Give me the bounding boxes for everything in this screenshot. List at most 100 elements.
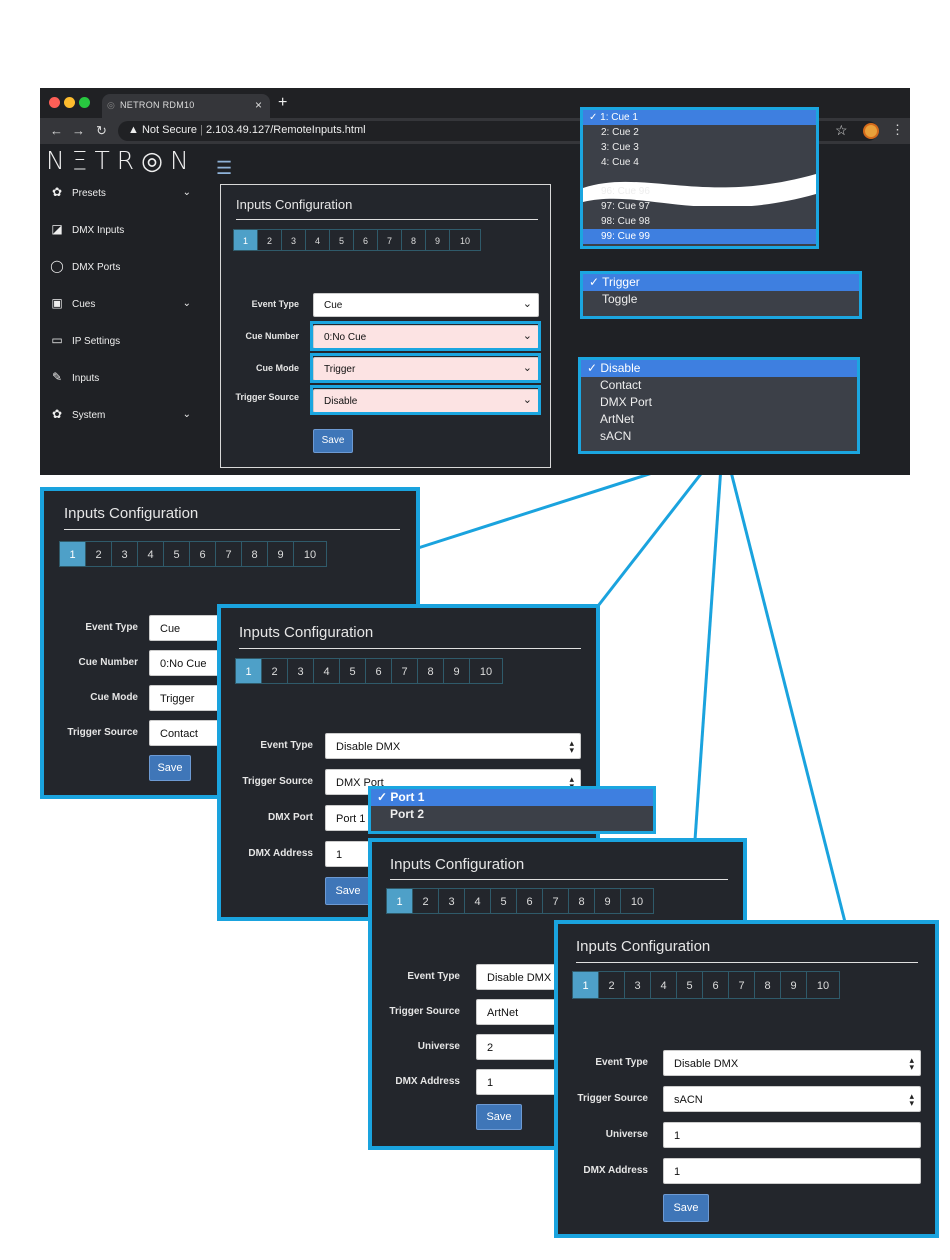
close-window-dot[interactable] xyxy=(49,97,60,108)
page-button-5[interactable]: 5 xyxy=(330,230,354,250)
cue-option[interactable]: 2: Cue 2 xyxy=(601,127,639,138)
sidebar-item-presets[interactable]: ✿Presets⌄ xyxy=(40,178,205,208)
page-button-8[interactable]: 8 xyxy=(755,972,781,998)
dropdown-option[interactable]: Port 2 xyxy=(390,807,425,821)
page-button-3[interactable]: 3 xyxy=(282,230,306,250)
dropdown-option[interactable]: DMX Port xyxy=(600,395,653,409)
cue-option[interactable]: 98: Cue 98 xyxy=(601,216,650,227)
page-button-1[interactable]: 1 xyxy=(60,542,86,566)
dropdown-option[interactable]: ✓ Disable xyxy=(581,360,857,377)
page-button-6[interactable]: 6 xyxy=(190,542,216,566)
cue-option[interactable]: ✓ 1: Cue 1 xyxy=(583,110,816,125)
page-button-4[interactable]: 4 xyxy=(314,659,340,683)
cue-option[interactable]: 3: Cue 3 xyxy=(601,142,639,153)
page-button-7[interactable]: 7 xyxy=(216,542,242,566)
page-button-8[interactable]: 8 xyxy=(569,889,595,913)
page-button-7[interactable]: 7 xyxy=(392,659,418,683)
profile-avatar[interactable] xyxy=(863,123,879,139)
page-button-9[interactable]: 9 xyxy=(268,542,294,566)
page-button-4[interactable]: 4 xyxy=(138,542,164,566)
tab-close-icon[interactable]: × xyxy=(254,98,262,112)
field-event-type-input[interactable]: Disable DMX▴▾ xyxy=(325,733,581,759)
page-button-2[interactable]: 2 xyxy=(86,542,112,566)
page-button-7[interactable]: 7 xyxy=(543,889,569,913)
cue-option[interactable]: 99: Cue 99 xyxy=(583,229,816,244)
page-button-6[interactable]: 6 xyxy=(703,972,729,998)
page-button-8[interactable]: 8 xyxy=(418,659,444,683)
dropdown-option[interactable]: Contact xyxy=(600,378,642,392)
save-button[interactable]: Save xyxy=(149,755,191,781)
bookmark-star-icon[interactable]: ☆ xyxy=(835,122,848,138)
dropdown-option[interactable]: ✓ Port 1 xyxy=(371,789,653,806)
sidebar-item-dmx-inputs[interactable]: ◪DMX Inputs xyxy=(40,215,205,245)
page-button-9[interactable]: 9 xyxy=(595,889,621,913)
page-button-2[interactable]: 2 xyxy=(262,659,288,683)
page-button-6[interactable]: 6 xyxy=(366,659,392,683)
page-button-2[interactable]: 2 xyxy=(413,889,439,913)
page-button-9[interactable]: 9 xyxy=(781,972,807,998)
page-button-8[interactable]: 8 xyxy=(402,230,426,250)
chevron-down-icon[interactable]: ⌄ xyxy=(182,298,191,309)
field-dmx-address-input[interactable]: 1 xyxy=(663,1158,921,1184)
page-button-10[interactable]: 10 xyxy=(303,549,317,561)
page-button-9[interactable]: 9 xyxy=(426,230,450,250)
back-icon[interactable]: ← xyxy=(50,123,63,138)
page-button-2[interactable]: 2 xyxy=(258,230,282,250)
page-button-3[interactable]: 3 xyxy=(112,542,138,566)
save-button[interactable]: Save xyxy=(325,877,371,905)
page-button-4[interactable]: 4 xyxy=(651,972,677,998)
page-button-1[interactable]: 1 xyxy=(236,659,262,683)
forward-icon[interactable]: → xyxy=(72,123,85,138)
page-button-7[interactable]: 7 xyxy=(729,972,755,998)
save-button[interactable]: Save xyxy=(663,1194,709,1222)
field-cue-mode-select[interactable]: Trigger⌄ xyxy=(313,357,539,381)
page-button-4[interactable]: 4 xyxy=(306,230,330,250)
page-button-4[interactable]: 4 xyxy=(465,889,491,913)
page-button-10[interactable]: 10 xyxy=(479,666,493,678)
field-universe-input[interactable]: 1 xyxy=(663,1122,921,1148)
reload-icon[interactable]: ↻ xyxy=(96,123,107,138)
maximize-window-dot[interactable] xyxy=(79,97,90,108)
page-button-3[interactable]: 3 xyxy=(288,659,314,683)
page-button-3[interactable]: 3 xyxy=(439,889,465,913)
page-button-10[interactable]: 10 xyxy=(630,896,644,908)
chevron-down-icon[interactable]: ⌄ xyxy=(182,409,191,420)
minimize-window-dot[interactable] xyxy=(64,97,75,108)
field-event-type-select[interactable]: Cue⌄ xyxy=(313,293,539,317)
save-button[interactable]: Save xyxy=(313,429,353,453)
page-button-1[interactable]: 1 xyxy=(387,889,413,913)
page-button-1[interactable]: 1 xyxy=(234,230,258,250)
menu-kebab-icon[interactable]: ⋮ xyxy=(891,122,904,137)
dropdown-option[interactable]: sACN xyxy=(600,429,632,443)
chevron-down-icon[interactable]: ⌄ xyxy=(182,187,191,198)
cue-option[interactable]: 96: Cue 96 xyxy=(601,186,650,197)
dropdown-option[interactable]: ArtNet xyxy=(600,412,635,426)
page-button-5[interactable]: 5 xyxy=(340,659,366,683)
page-button-2[interactable]: 2 xyxy=(599,972,625,998)
field-cue-number-select[interactable]: 0:No Cue⌄ xyxy=(313,325,539,349)
sidebar-item-system[interactable]: ✿System⌄ xyxy=(40,400,205,430)
sidebar-item-cues[interactable]: ▣Cues⌄ xyxy=(40,289,205,319)
cue-option[interactable]: 4: Cue 4 xyxy=(601,157,639,168)
page-button-10[interactable]: 10 xyxy=(459,236,470,246)
sidebar-item-dmx-ports[interactable]: ◯DMX Ports xyxy=(40,252,205,282)
field-event-type-input[interactable]: Disable DMX▴▾ xyxy=(663,1050,921,1076)
sidebar-item-ip-settings[interactable]: ▭IP Settings xyxy=(40,326,205,356)
cue-option[interactable]: 97: Cue 97 xyxy=(601,201,650,212)
field-trigger-source-input[interactable]: sACN▴▾ xyxy=(663,1086,921,1112)
page-button-5[interactable]: 5 xyxy=(677,972,703,998)
page-button-9[interactable]: 9 xyxy=(444,659,470,683)
dropdown-option[interactable]: ✓ Trigger xyxy=(583,274,859,291)
page-button-7[interactable]: 7 xyxy=(378,230,402,250)
save-button[interactable]: Save xyxy=(476,1104,522,1130)
sidebar-item-inputs[interactable]: ✎Inputs xyxy=(40,363,205,393)
dropdown-option[interactable]: Toggle xyxy=(602,292,638,306)
hamburger-menu-icon[interactable]: ☰ xyxy=(216,158,233,178)
page-button-6[interactable]: 6 xyxy=(517,889,543,913)
browser-tab[interactable]: ◎ NETRON RDM10 × xyxy=(102,94,270,118)
page-button-5[interactable]: 5 xyxy=(164,542,190,566)
page-button-3[interactable]: 3 xyxy=(625,972,651,998)
page-button-6[interactable]: 6 xyxy=(354,230,378,250)
page-button-10[interactable]: 10 xyxy=(816,980,830,992)
new-tab-icon[interactable]: + xyxy=(278,94,288,111)
